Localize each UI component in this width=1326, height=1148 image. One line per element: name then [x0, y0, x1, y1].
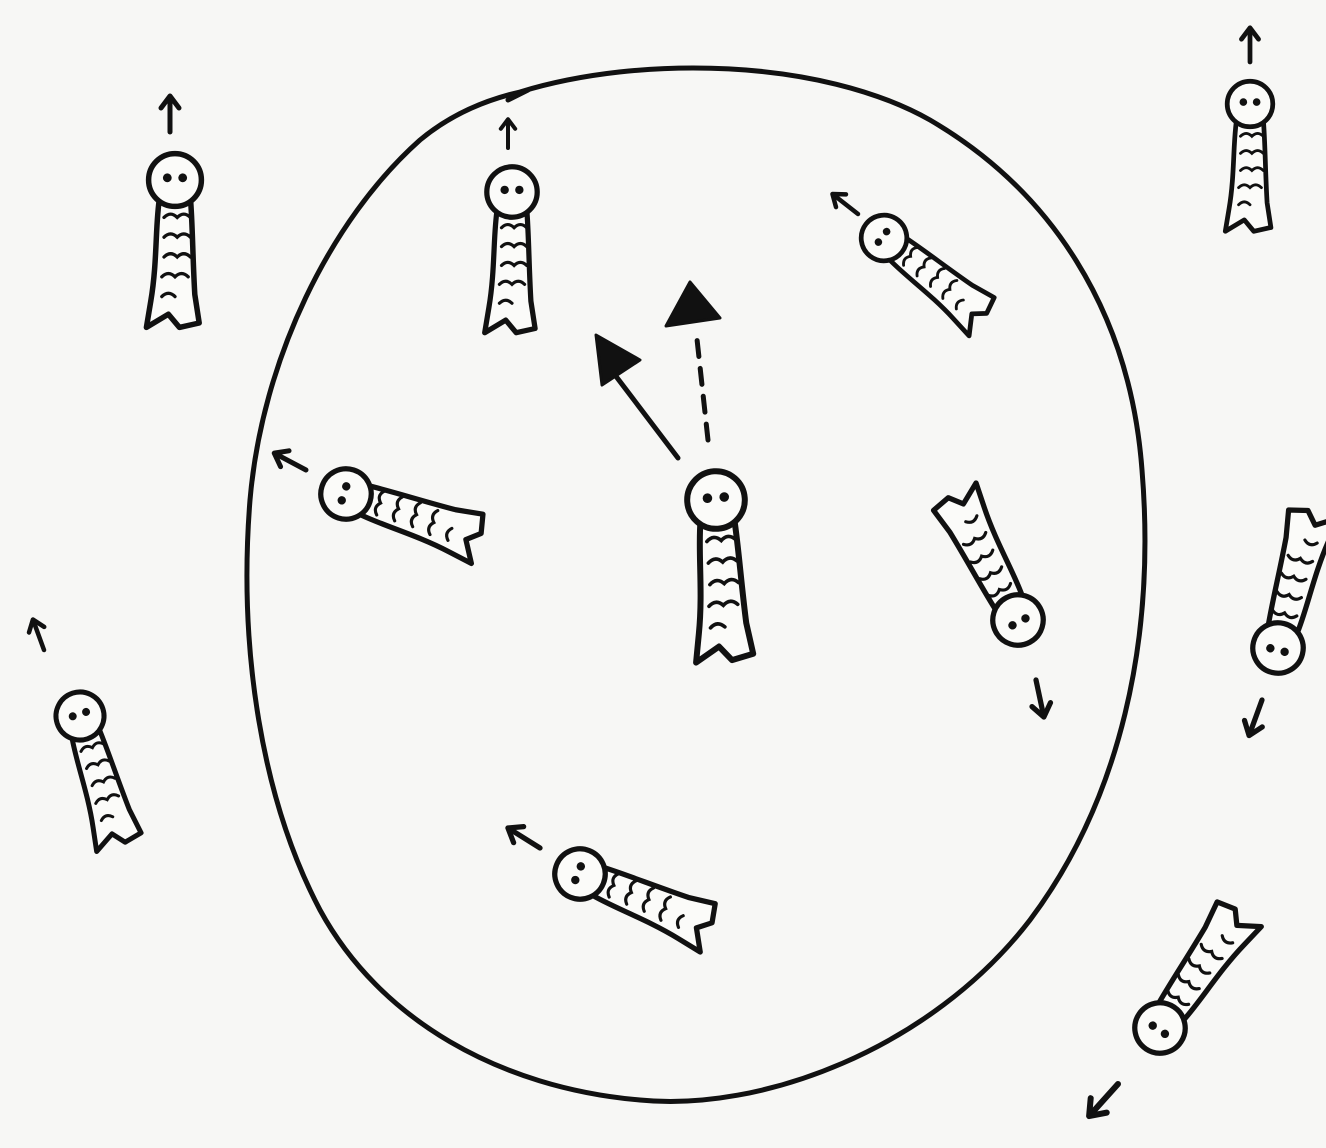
fish-inside-top: [485, 167, 538, 333]
fish-outside-right: [1247, 505, 1326, 679]
fish-inside-bottom-arrow: [503, 820, 545, 856]
focal-alternative-arrow: [666, 282, 720, 440]
fish-outside-top-right-arrow: [1241, 28, 1258, 62]
fish-outside-left-arrow: [25, 617, 51, 653]
fish-inside-right-arrow: [1027, 678, 1053, 719]
fish-outside-top-right: [1225, 81, 1273, 231]
fish-outside-bottom-right-arrow: [1081, 1077, 1126, 1124]
fish-inside-top-right: [851, 206, 999, 336]
fish-outside-top-left: [146, 154, 201, 328]
fish-outside-right-arrow: [1240, 697, 1271, 739]
fish-outside-bottom-right: [1125, 897, 1261, 1064]
fish-inside-left-arrow: [270, 445, 310, 478]
fish-focal-center: [683, 469, 756, 662]
fish-outside-top-left-arrow: [161, 96, 179, 132]
fish-outside-left: [48, 686, 144, 852]
fish-inside-right: [930, 483, 1054, 654]
fish-inside-left: [314, 462, 488, 563]
fish-inside-bottom: [546, 841, 719, 952]
focal-heading-arrow: [596, 335, 678, 458]
fish-inside-top-right-arrow: [827, 188, 863, 221]
fish-inside-top-arrow: [501, 119, 515, 148]
